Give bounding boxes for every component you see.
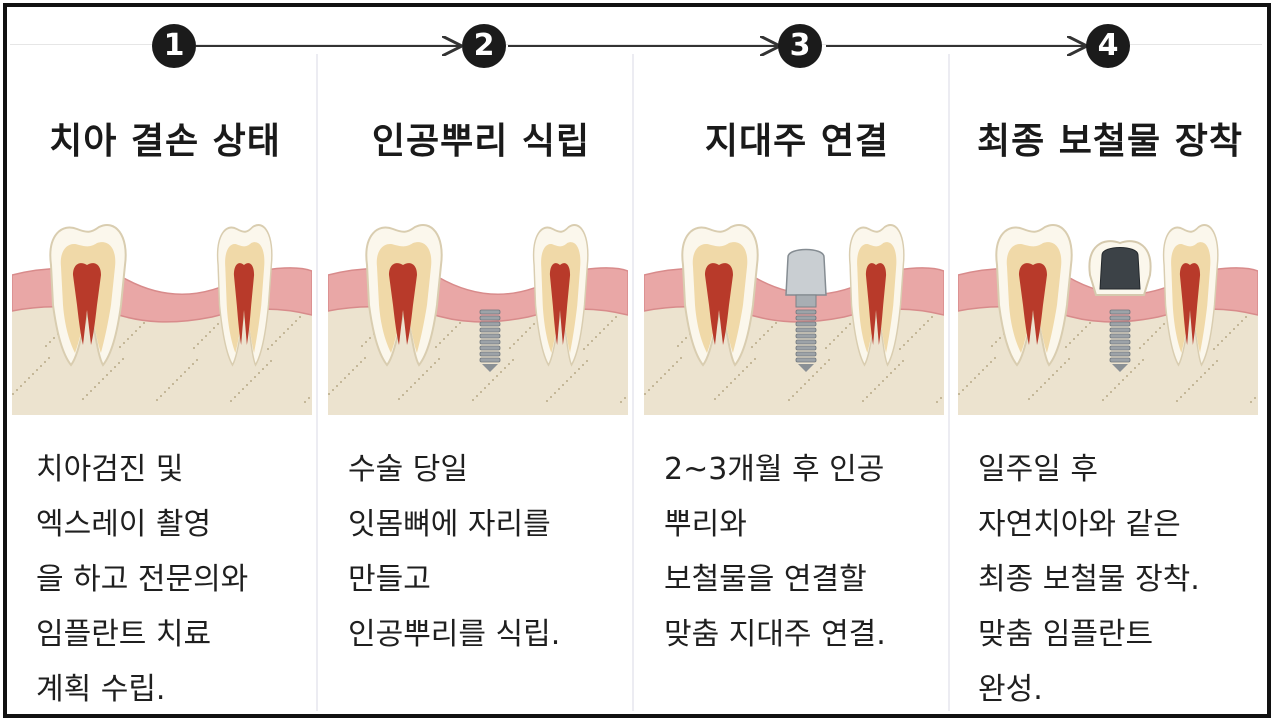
description-line: 엑스레이 촬영 bbox=[36, 497, 326, 552]
description-line: 2~3개월 후 인공 bbox=[664, 442, 954, 497]
description-line: 최종 보철물 장착. bbox=[978, 552, 1268, 607]
step-number-2: 2 bbox=[462, 24, 506, 68]
description-line: 치아검진 및 bbox=[36, 442, 326, 497]
description-line: 자연치아와 같은 bbox=[978, 497, 1268, 552]
description-line: 잇몸뼈에 자리를 bbox=[348, 497, 638, 552]
description-line: 일주일 후 bbox=[978, 442, 1268, 497]
step-description-4: 일주일 후 자연치아와 같은 최종 보철물 장착. 맞춤 임플란트 완성. bbox=[978, 442, 1268, 717]
step-description-2: 수술 당일 잇몸뼈에 자리를 만들고 인공뿌리를 식립. bbox=[348, 442, 638, 662]
tooth-missing-illustration bbox=[12, 205, 312, 415]
description-line: 수술 당일 bbox=[348, 442, 638, 497]
step-title-4: 최종 보철물 장착 bbox=[960, 112, 1260, 164]
step-number-4: 4 bbox=[1086, 24, 1130, 68]
description-line: 인공뿌리를 식립. bbox=[348, 607, 638, 662]
crown bbox=[1089, 241, 1150, 295]
step-number-3: 3 bbox=[778, 24, 822, 68]
abutment-illustration bbox=[644, 205, 944, 415]
step-description-3: 2~3개월 후 인공 뿌리와 보철물을 연결할 맞춤 지대주 연결. bbox=[664, 442, 954, 662]
step-title-3: 지대주 연결 bbox=[647, 112, 947, 164]
description-line: 보철물을 연결할 bbox=[664, 552, 954, 607]
description-line: 뿌리와 bbox=[664, 497, 954, 552]
description-line: 만들고 bbox=[348, 552, 638, 607]
description-line: 을 하고 전문의와 bbox=[36, 552, 326, 607]
description-line: 맞춤 지대주 연결. bbox=[664, 607, 954, 662]
description-line: 맞춤 임플란트 bbox=[978, 607, 1268, 662]
description-line: 계획 수립. bbox=[36, 662, 326, 717]
step-number-1: 1 bbox=[152, 24, 196, 68]
step-title-1: 치아 결손 상태 bbox=[15, 112, 315, 164]
final-crown-illustration bbox=[958, 205, 1258, 415]
description-line: 완성. bbox=[978, 662, 1268, 717]
description-line: 임플란트 치료 bbox=[36, 607, 326, 662]
step-description-1: 치아검진 및 엑스레이 촬영 을 하고 전문의와 임플란트 치료 계획 수립. bbox=[36, 442, 326, 717]
step-title-2: 인공뿌리 식립 bbox=[331, 112, 631, 164]
implant-fixture-illustration bbox=[328, 205, 628, 415]
